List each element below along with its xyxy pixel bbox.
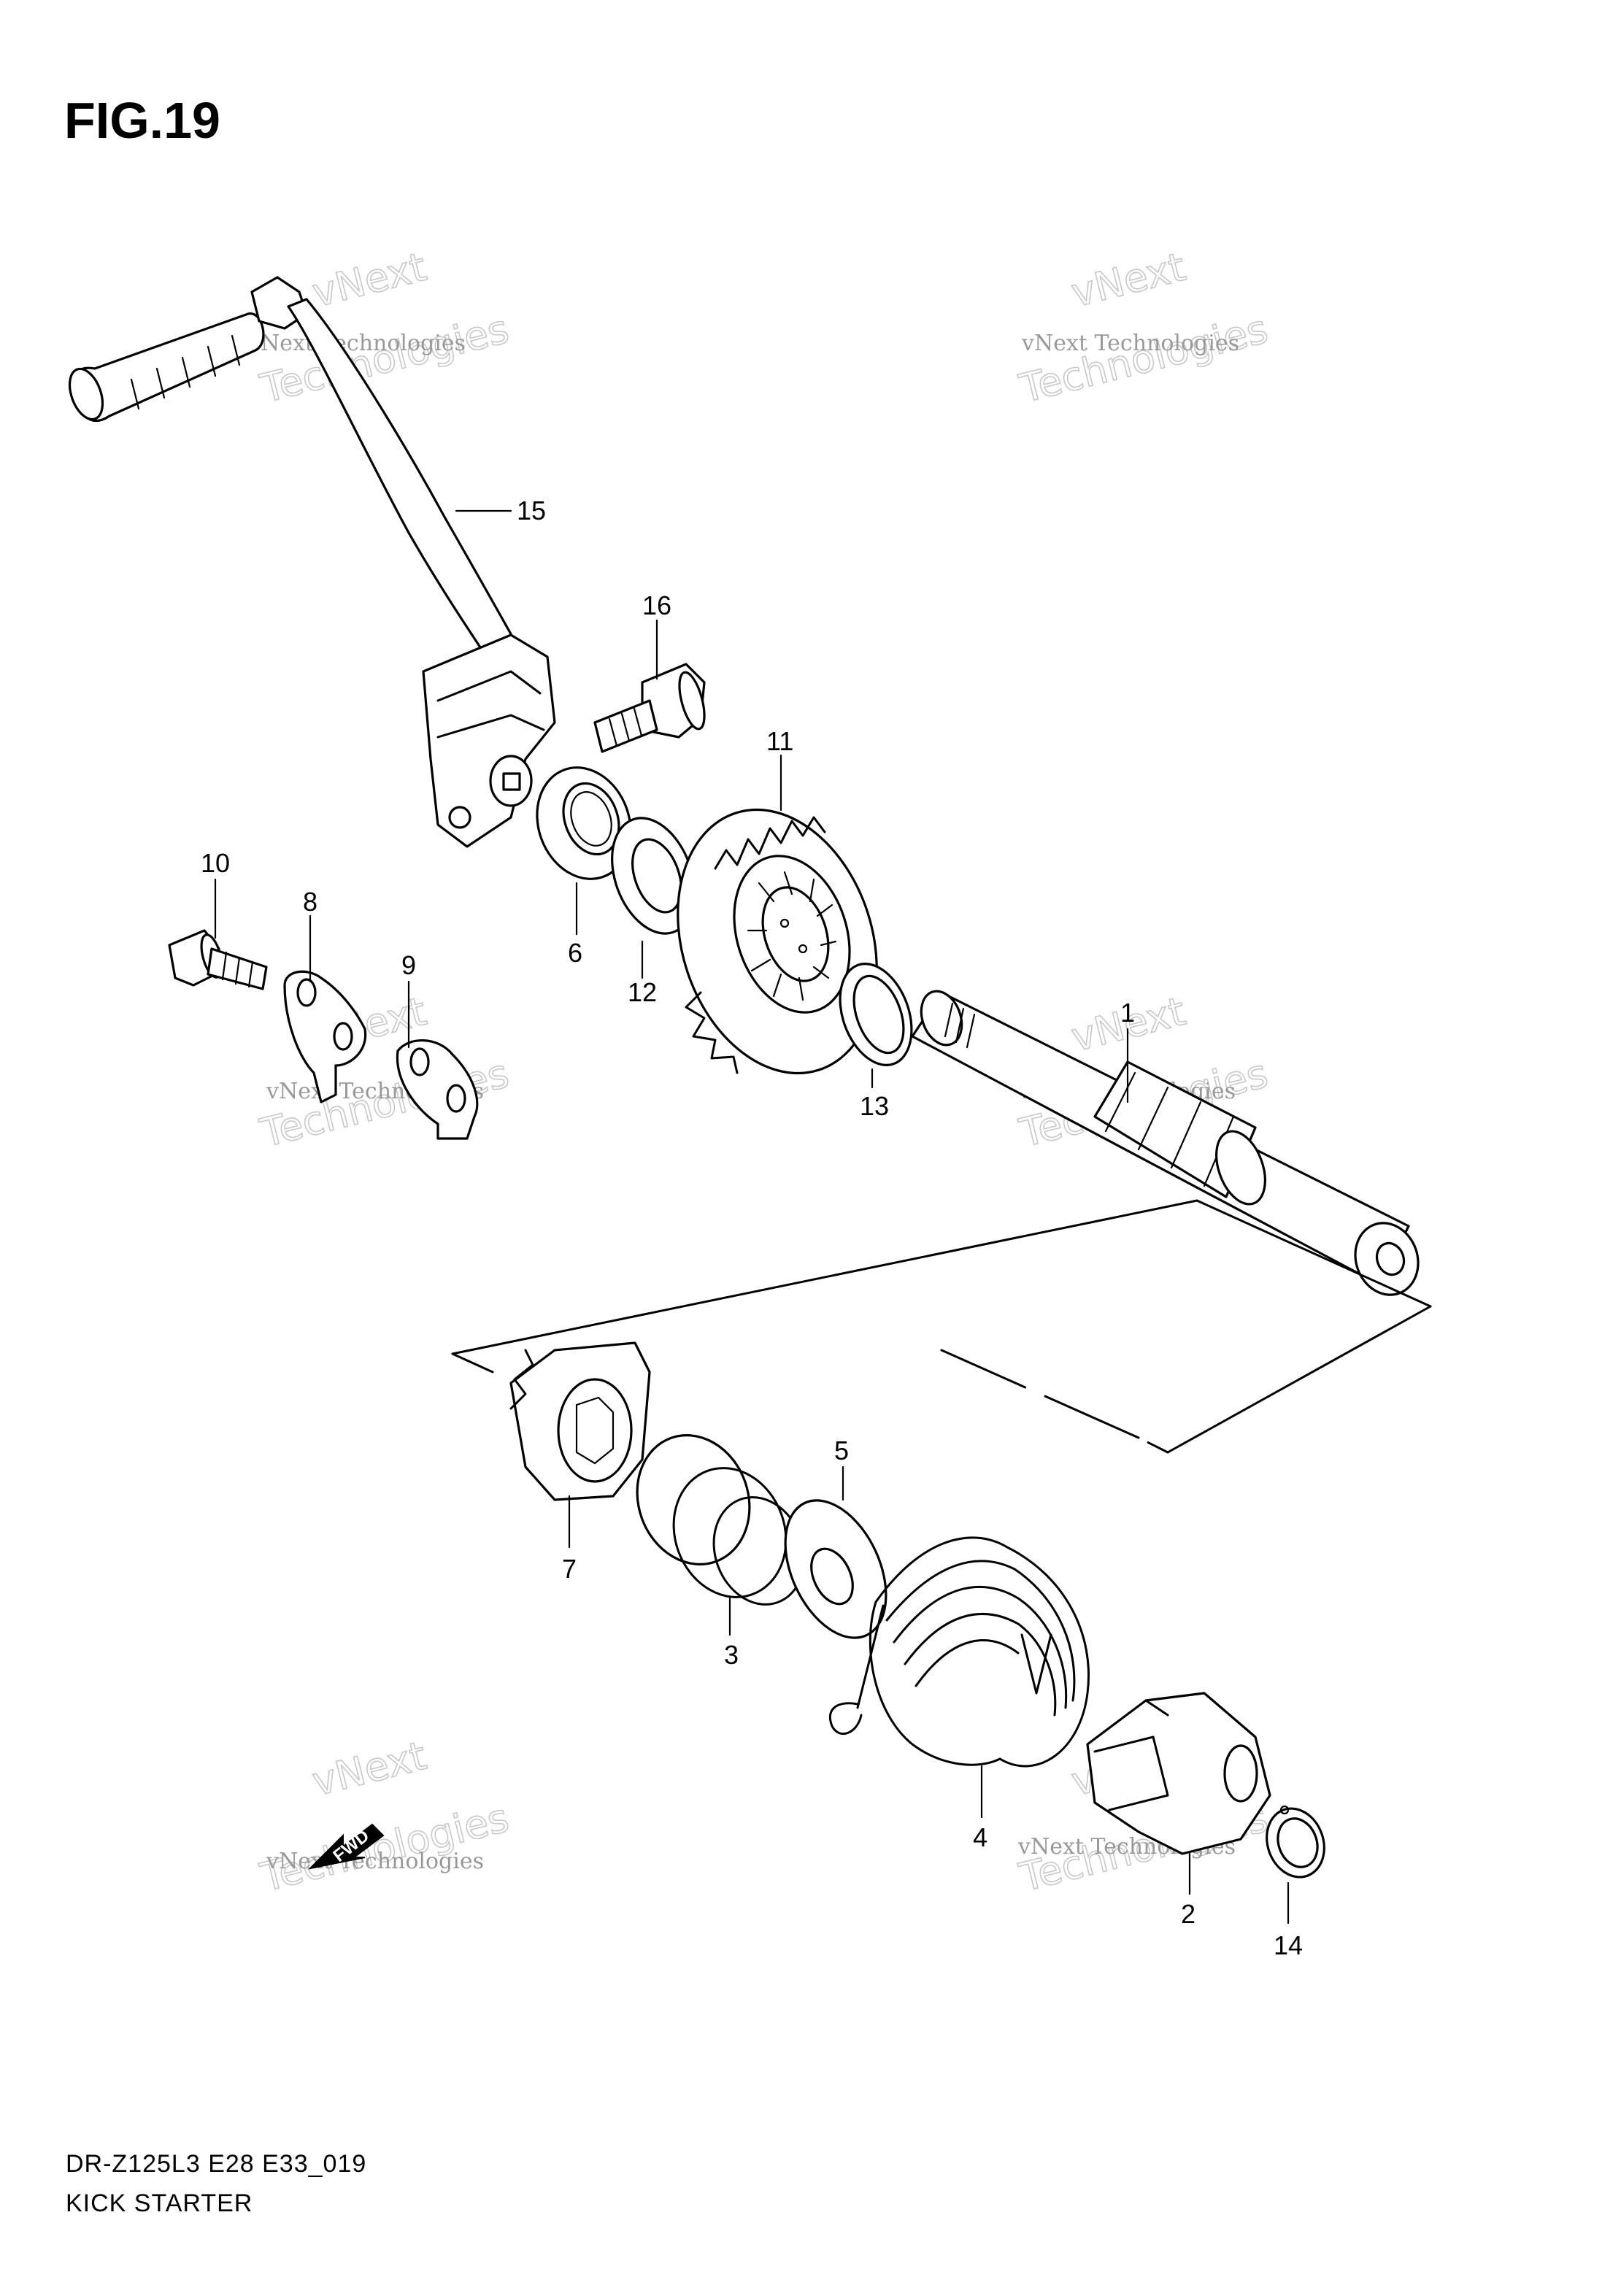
callout-7: 7 [562, 1554, 577, 1584]
return-spring-4-drawing [829, 1536, 1090, 1768]
spring-guide-2-drawing [1086, 1692, 1271, 1855]
callout-labels: 15 16 11 10 8 9 6 12 13 1 7 3 5 4 2 14 [201, 496, 1303, 1960]
washer-12-drawing [611, 817, 696, 935]
callout-13: 13 [860, 1091, 889, 1121]
figure-title: FIG.19 [64, 92, 220, 149]
callout-1: 1 [1120, 998, 1135, 1028]
watermark-text: vNext Technologies [247, 331, 466, 356]
callout-8: 8 [303, 887, 317, 917]
watermark-text: Technologies [1014, 306, 1272, 412]
washer-5-drawing [784, 1499, 887, 1639]
watermark-text: vNext Technologies [1021, 331, 1239, 356]
bolt-16-drawing [593, 663, 706, 753]
callout-16: 16 [642, 590, 671, 620]
callout-5: 5 [834, 1436, 849, 1465]
callout-9: 9 [401, 950, 416, 980]
assembly-outline [451, 1199, 1432, 1454]
callout-2: 2 [1181, 1899, 1195, 1929]
leader-lines [214, 509, 1290, 1925]
watermark-text: vNext Technologies [266, 1849, 484, 1874]
kick-gear-11-drawing [677, 808, 878, 1075]
callout-3: 3 [724, 1640, 739, 1670]
bolt-10-drawing [168, 929, 268, 990]
spring-3-drawing [636, 1434, 806, 1606]
model-code: DR-Z125L3 E28 E33_019 [66, 2150, 367, 2178]
plate-8-drawing [283, 970, 367, 1103]
callout-4: 4 [973, 1822, 987, 1852]
oil-seal-6-drawing [536, 766, 632, 880]
callout-11: 11 [766, 726, 793, 756]
section-name: KICK STARTER [66, 2189, 253, 2217]
watermark-text: Technologies [255, 1795, 513, 1900]
watermark-text: vNext [308, 1733, 431, 1805]
kick-lever-drawing [68, 276, 556, 848]
drive-gear-7-drawing [509, 1341, 651, 1501]
watermark-text: vNext [1067, 244, 1190, 316]
callout-12: 12 [628, 977, 657, 1007]
callout-15: 15 [517, 496, 546, 525]
callout-14: 14 [1274, 1930, 1303, 1960]
callout-10: 10 [201, 848, 230, 878]
plate-9-drawing [396, 1039, 479, 1140]
washer-13-drawing [839, 963, 913, 1066]
circlip-14-drawing [1266, 1805, 1325, 1879]
kick-shaft-1-drawing [911, 990, 1420, 1296]
watermark-text: vNext [308, 244, 431, 316]
callout-6: 6 [568, 938, 582, 968]
